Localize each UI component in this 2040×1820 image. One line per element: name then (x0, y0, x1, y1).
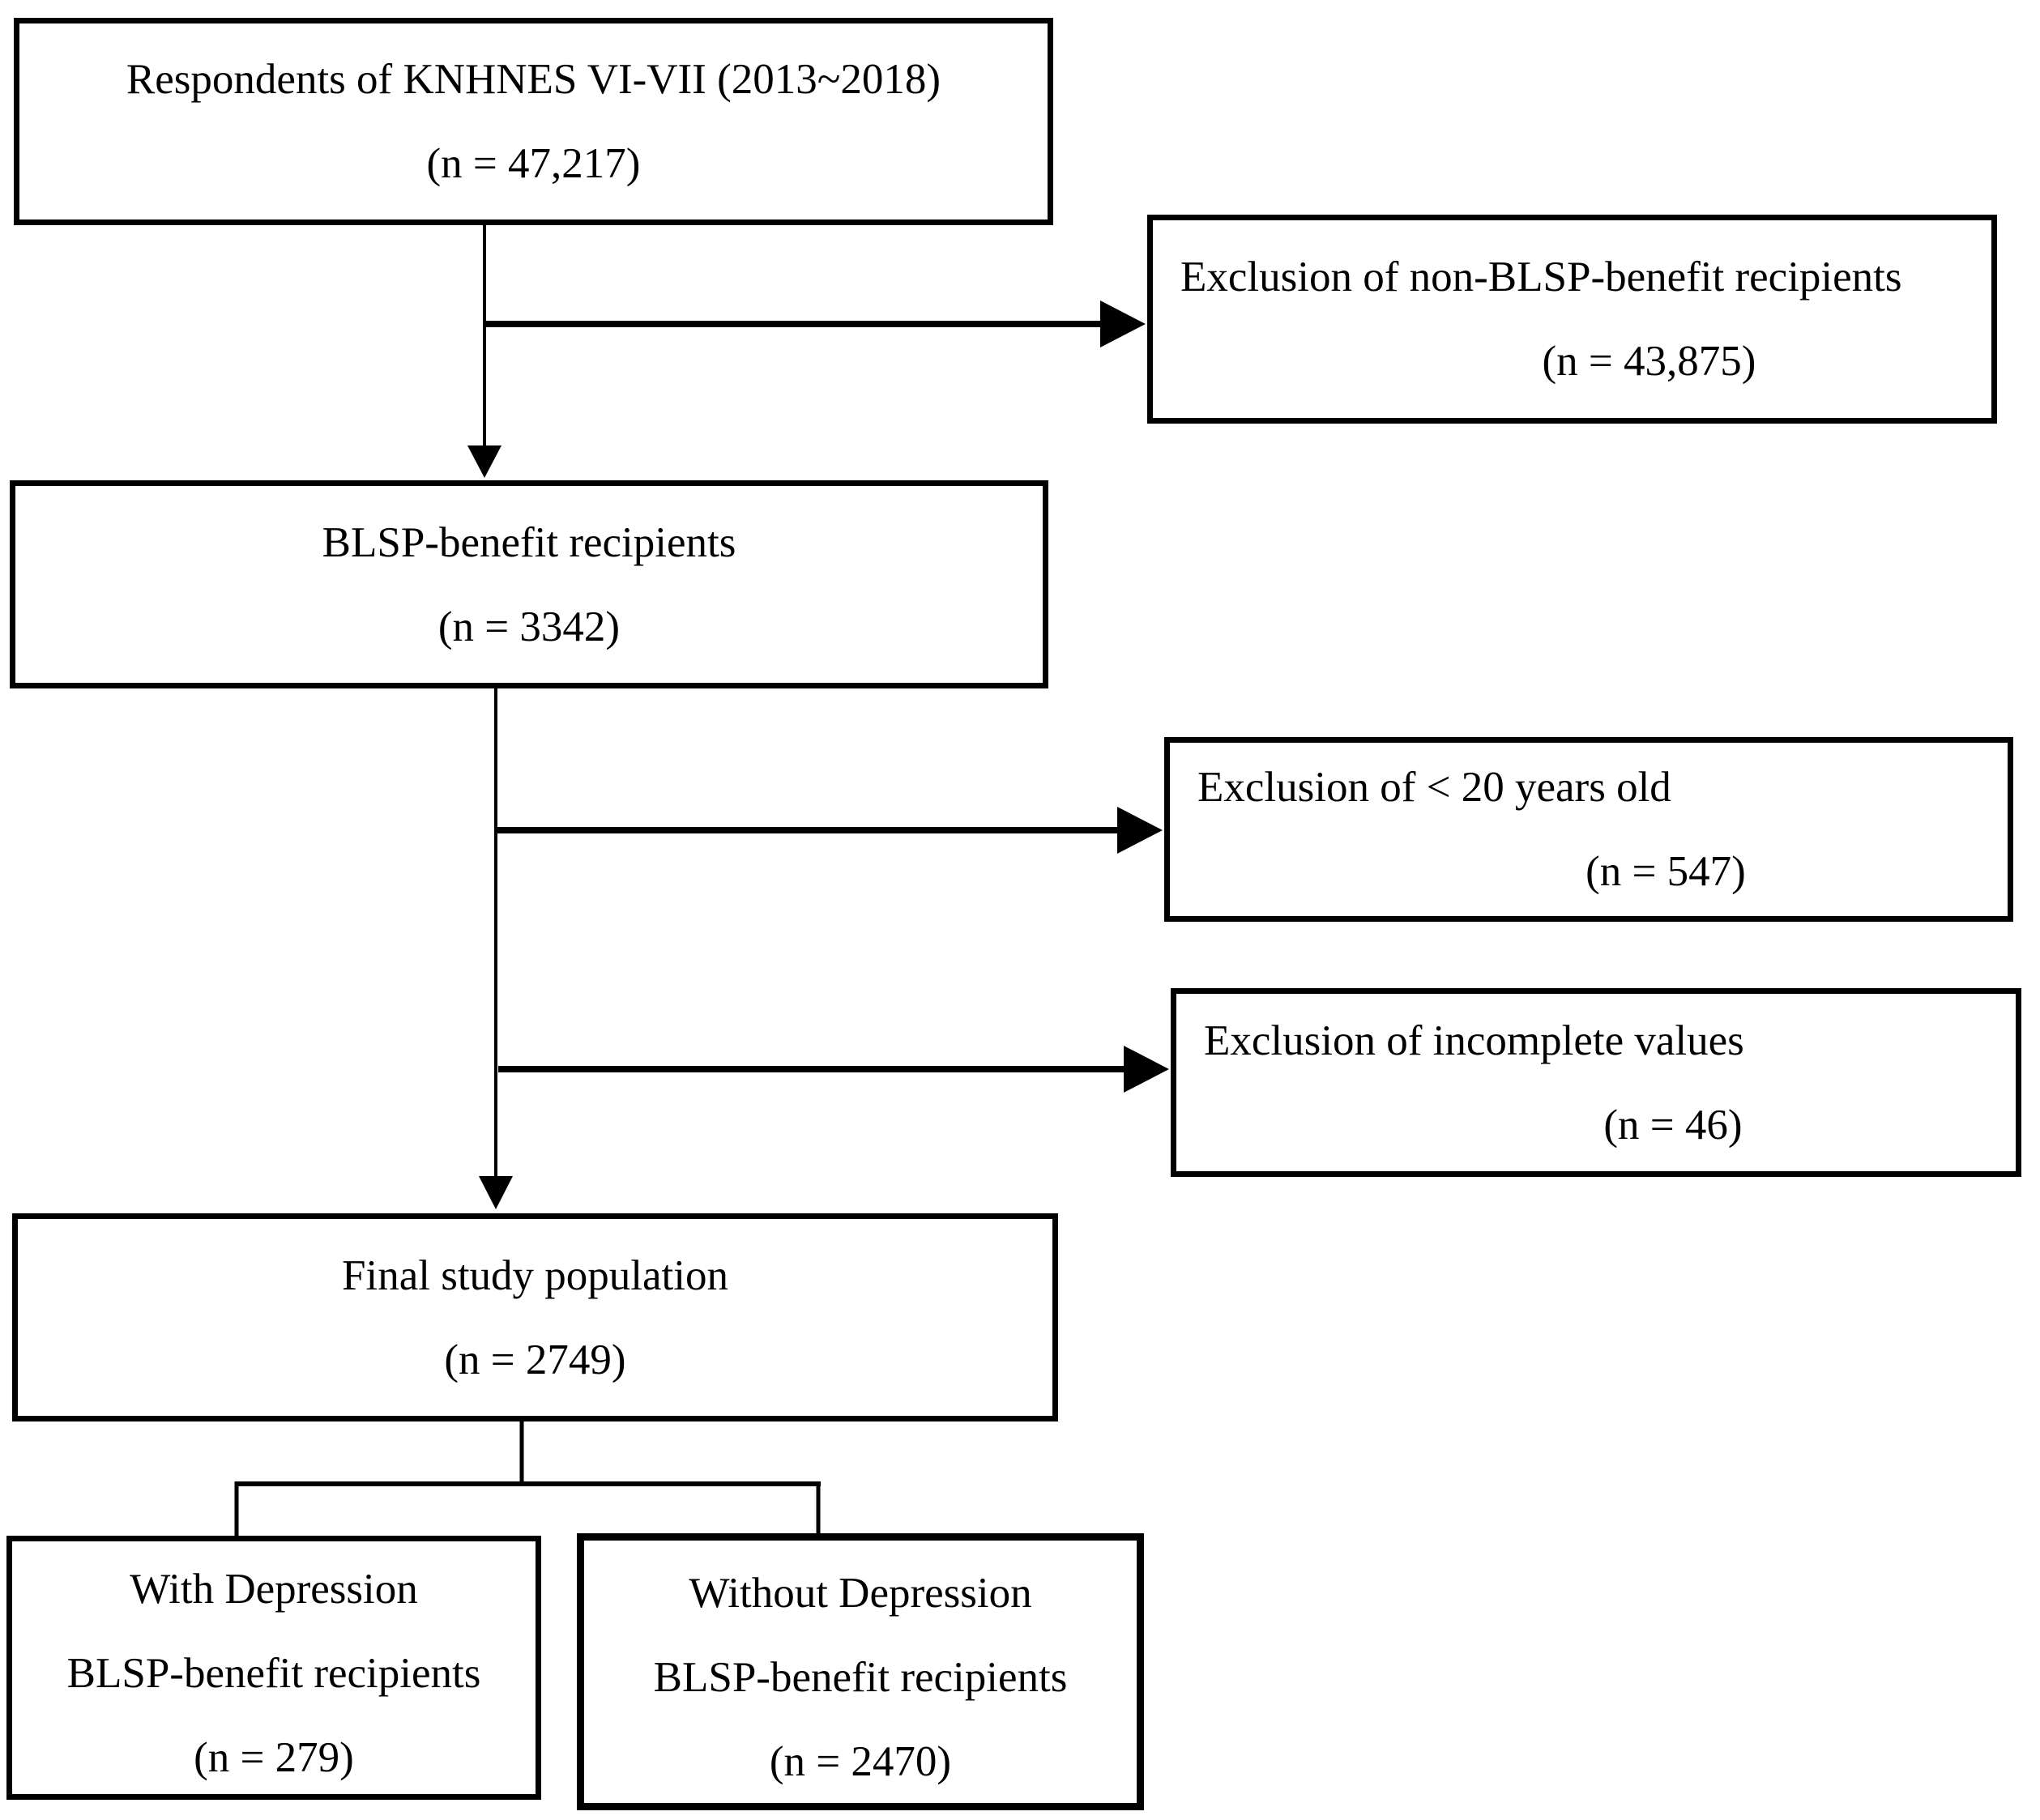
split-final-to-groups (234, 1421, 821, 1539)
exclusion-non-blsp-label: Exclusion of non-BLSP-benefit recipients (1180, 254, 1902, 300)
exclusion-under-20-label: Exclusion of < 20 years old (1197, 764, 1671, 811)
exclusion-incomplete-label: Exclusion of incomplete values (1204, 1017, 1744, 1064)
arrow-to-exclusion-incomplete (498, 1046, 1169, 1093)
without-depression-label1: Without Depression (689, 1570, 1032, 1617)
box-knhnes-respondents: Respondents of KNHNES VI-VII (2013~2018)… (14, 18, 1053, 225)
box-blsp-recipients: BLSP-benefit recipients (n = 3342) (10, 480, 1048, 688)
respondents-label: Respondents of KNHNES VI-VII (2013~2018) (126, 56, 941, 103)
respondents-count: (n = 47,217) (426, 140, 641, 187)
arrow-respondents-to-blsp (467, 225, 501, 478)
arrowhead-right-icon (1124, 1046, 1169, 1093)
box-final-study-population: Final study population (n = 2749) (12, 1213, 1058, 1421)
with-depression-label1: With Depression (130, 1566, 418, 1613)
box-with-depression: With Depression BLSP-benefit recipients … (6, 1536, 541, 1800)
arrow-blsp-to-final (479, 688, 513, 1209)
arrowhead-down-icon (467, 445, 501, 478)
box-exclusion-non-blsp: Exclusion of non-BLSP-benefit recipients… (1147, 215, 1997, 424)
arrowhead-right-icon (1100, 300, 1146, 347)
with-depression-label2: BLSP-benefit recipients (66, 1650, 481, 1697)
without-depression-count: (n = 2470) (769, 1738, 952, 1785)
with-depression-count: (n = 279) (194, 1734, 354, 1781)
arrowhead-right-icon (1117, 807, 1163, 854)
arrowhead-down-icon (479, 1176, 513, 1209)
without-depression-label2: BLSP-benefit recipients (653, 1654, 1068, 1701)
exclusion-under-20-count: (n = 547) (1585, 848, 1746, 895)
exclusion-incomplete-count: (n = 46) (1603, 1101, 1743, 1149)
arrow-to-exclusion-non-blsp (484, 300, 1146, 347)
blsp-recipients-count: (n = 3342) (437, 603, 621, 650)
final-population-count: (n = 2749) (444, 1336, 626, 1383)
blsp-recipients-label: BLSP-benefit recipients (322, 518, 736, 566)
box-exclusion-under-20: Exclusion of < 20 years old (n = 547) (1164, 737, 2013, 922)
exclusion-non-blsp-count: (n = 43,875) (1542, 338, 1756, 385)
final-population-label: Final study population (342, 1251, 728, 1299)
arrow-to-exclusion-under-20 (496, 807, 1163, 854)
box-without-depression: Without Depression BLSP-benefit recipien… (577, 1533, 1144, 1810)
box-exclusion-incomplete-values: Exclusion of incomplete values (n = 46) (1171, 988, 2021, 1177)
